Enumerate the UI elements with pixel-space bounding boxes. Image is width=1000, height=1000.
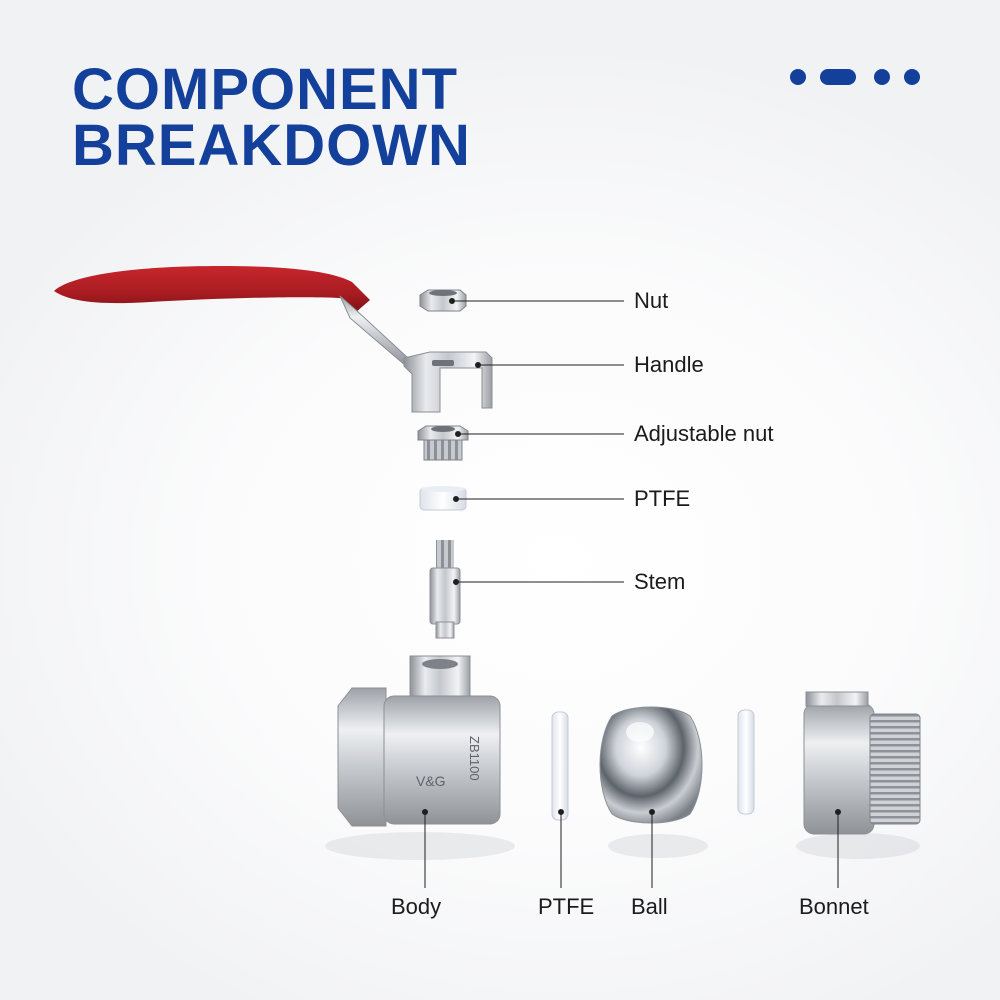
dot-icon [874,69,890,85]
ptfe-ring-top-part [419,486,467,511]
label-adjustable-nut: Adjustable nut [634,421,774,446]
label-body: Body [391,894,442,919]
nut-part [419,289,467,312]
floor-reflection [325,832,920,860]
page-title: COMPONENT BREAKDOWN [72,57,471,178]
bonnet-part [803,691,921,835]
dot-icon [904,69,920,85]
dash-icon [820,69,856,85]
ptfe-seat-right-part [737,709,755,815]
title-line-2: BREAKDOWN [72,113,471,178]
ptfe-seat-bottom-part [551,711,569,821]
label-ball: Ball [631,894,668,919]
dot-icon [790,69,806,85]
body-brand-marking: V&G [416,773,446,789]
label-handle: Handle [634,352,704,377]
stem-part [429,540,461,639]
label-ptfe-bottom: PTFE [538,894,595,919]
label-stem: Stem [634,569,686,594]
body-part: V&G ZB1100 [337,655,501,827]
body-code-marking: ZB1100 [467,736,482,781]
leader-lines [422,298,841,888]
label-ptfe-top: PTFE [634,486,691,511]
title-line-1: COMPONENT [72,57,458,122]
adjustable-nut-part [417,425,469,461]
ball-part [599,706,703,824]
decorative-dots [790,69,930,87]
handle-part [54,266,493,413]
label-bonnet: Bonnet [799,894,869,919]
label-nut: Nut [634,288,669,313]
